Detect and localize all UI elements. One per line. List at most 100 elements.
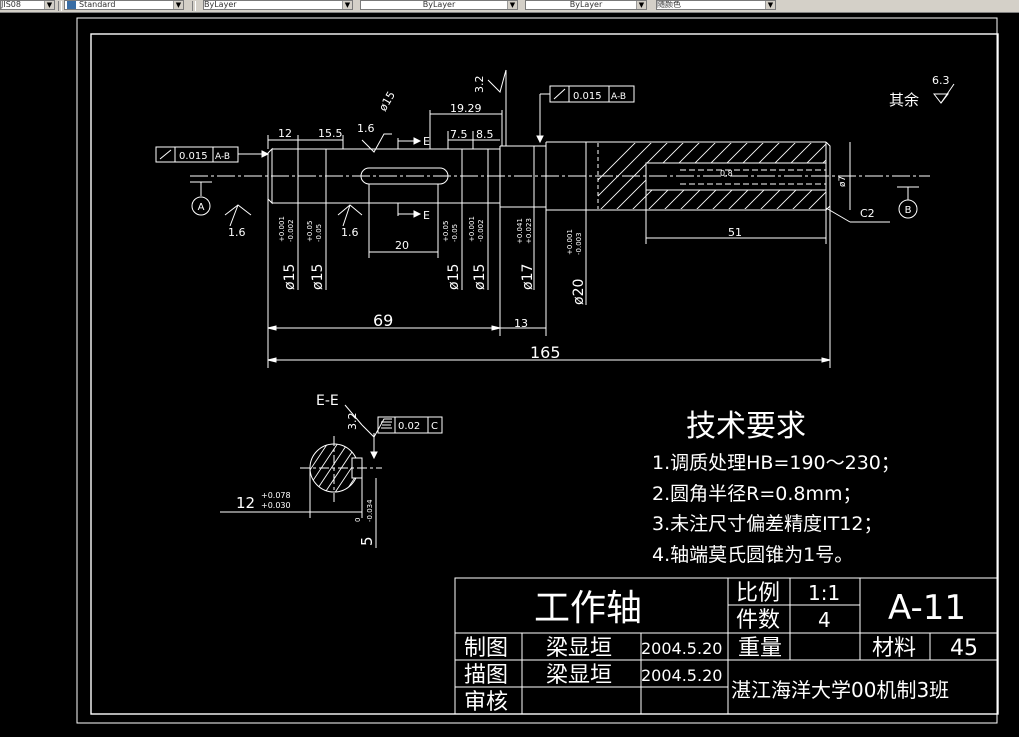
dim-13: 13: [514, 317, 528, 330]
plot-style-combo[interactable]: 随颜色 ▼: [656, 0, 776, 10]
tol-c-up: +0.05: [442, 221, 450, 242]
lineweight-combo[interactable]: ByLayer ▼: [525, 0, 647, 10]
tol-b-up: +0.05: [306, 221, 314, 242]
traced-name: 梁显垣: [546, 663, 612, 688]
dim-dia20: ø20: [571, 279, 587, 305]
key-width-up: +0.078: [261, 491, 291, 500]
roughness-label: 1.6: [341, 226, 359, 239]
section-mark-bottom: E: [423, 209, 430, 222]
weight-label: 重量: [738, 636, 782, 661]
roughness-symbols: 1.6 1.6 1.6 3.2 其余 6.3: [224, 69, 955, 239]
dim-style-icon: [67, 1, 76, 9]
key-depth-up: 0: [354, 518, 362, 522]
runout-tolerance-right: 0.015 A-B: [536, 85, 635, 144]
dim-dia17: ø17: [520, 264, 536, 290]
dim-7-5: 7.5: [450, 128, 468, 141]
chevron-down-icon[interactable]: ▼: [44, 1, 54, 9]
sheet-border: [76, 17, 998, 724]
dim-dia15-a: ø15: [282, 264, 298, 290]
technical-requirements: 技术要求 1.调质处理HB=190～230； 2.圆角半径R=0.8mm； 3.…: [652, 409, 900, 566]
part-name: 工作轴: [534, 588, 642, 629]
key-depth: 5: [358, 536, 376, 546]
dim-15-5: 15.5: [318, 127, 343, 140]
bottom-dimensions: 20 69 13 165 51 0.8 ø7 C2: [267, 142, 890, 368]
section-hatch: [310, 444, 358, 492]
tol-c-lo: -0.05: [451, 224, 459, 242]
tol-20-up: +0.001: [566, 229, 574, 255]
tol-d-lo: -0.002: [477, 219, 485, 242]
datum-a-label: A: [198, 202, 205, 213]
dim-51: 51: [728, 226, 742, 239]
tol-17-lo: +0.023: [525, 218, 533, 244]
material-value: 45: [950, 636, 978, 661]
toolbar-separator: [192, 1, 196, 11]
color-combo[interactable]: ByLayer ▼: [203, 0, 353, 10]
key-width-lo: +0.030: [261, 501, 291, 510]
toolbar-separator: [58, 1, 62, 11]
sym-tolerance-value: 0.02: [398, 421, 420, 432]
roughness-label: 1.6: [357, 122, 375, 135]
dim-style-value: Standard: [79, 0, 116, 9]
tol-a-up: +0.001: [278, 216, 286, 242]
drawn-name: 梁显垣: [546, 636, 612, 661]
tol-17-up: +0.041: [516, 218, 524, 244]
datum-b-label: B: [905, 205, 912, 216]
chevron-down-icon[interactable]: ▼: [342, 1, 352, 9]
school-name: 湛江海洋大学00机制3班: [731, 678, 949, 702]
dim-20: 20: [395, 239, 409, 252]
dim-165: 165: [530, 343, 561, 362]
tol-d-up: +0.001: [468, 216, 476, 242]
dim-69: 69: [373, 311, 393, 330]
runout-value-left: 0.015: [179, 151, 208, 162]
section-view-ee: E-E 3.2 0.02 C 12 +0.078: [220, 393, 443, 548]
chevron-down-icon[interactable]: ▼: [765, 1, 775, 9]
drawn-date: 2004.5.20: [641, 639, 722, 658]
text-style-combo[interactable]: JIS08 ▼: [0, 0, 55, 10]
color-value: ByLayer: [204, 0, 237, 9]
roughness-label: 3.2: [473, 76, 486, 94]
key-width: 12: [236, 494, 255, 512]
material-label: 材料: [872, 636, 916, 661]
text-style-value: JIS08: [1, 0, 21, 9]
title-block: 工作轴 比例 1:1 件数 4 A-11 重量 材料 45 制图 梁显垣 200…: [454, 577, 999, 715]
dim-8-5: 8.5: [476, 128, 494, 141]
dim-dia15-b: ø15: [310, 264, 326, 290]
runout-datum-right: A-B: [611, 92, 626, 102]
runout-datum-left: A-B: [215, 152, 230, 162]
diameter-dimensions: ø15 +0.001 -0.002 ø15 +0.05 -0.05 ø15 +0…: [278, 142, 587, 305]
rest-roughness-label: 其余: [889, 91, 919, 109]
linetype-value: ByLayer: [422, 0, 456, 9]
scale-value: 1:1: [808, 581, 840, 605]
section-title: E-E: [316, 393, 339, 409]
runout-value-right: 0.015: [573, 91, 602, 102]
dim-style-combo[interactable]: Standard ▼: [64, 0, 184, 10]
drawing-number: A-11: [888, 588, 966, 628]
section-mark-top: E: [423, 135, 430, 148]
rest-roughness-value: 6.3: [932, 74, 950, 87]
roughness-label: 1.6: [228, 226, 246, 239]
dim-dia15-c: ø15: [446, 264, 462, 290]
chamfer-c2: C2: [860, 207, 875, 220]
tech-item-1: 1.调质处理HB=190～230；: [652, 452, 900, 474]
plot-style-value: 随颜色: [657, 0, 681, 9]
linetype-combo[interactable]: ByLayer ▼: [360, 0, 518, 10]
drawing-canvas[interactable]: A B 0.015 A-B 0.015 A-B 1.6 1.6: [0, 13, 1019, 737]
dim-dia15-top: ø15: [376, 89, 398, 113]
sym-tolerance-datum: C: [431, 421, 438, 432]
tech-item-2: 2.圆角半径R=0.8mm；: [652, 483, 861, 505]
review-label: 审核: [464, 690, 508, 715]
chevron-down-icon[interactable]: ▼: [173, 1, 183, 9]
tech-title: 技术要求: [686, 409, 806, 444]
lineweight-value: ByLayer: [569, 0, 603, 9]
tech-item-4: 4.轴端莫氏圆锥为1号。: [652, 544, 853, 566]
dim-19-29: 19.29: [450, 102, 482, 115]
tol-a-lo: -0.002: [287, 219, 295, 242]
tol-20-lo: -0.003: [575, 232, 583, 255]
key-depth-lo: -0.034: [366, 499, 374, 522]
chevron-down-icon[interactable]: ▼: [636, 1, 646, 9]
dim-dia7: ø7: [838, 176, 848, 187]
tol-b-lo: -0.05: [315, 224, 323, 242]
tech-item-3: 3.未注尺寸偏差精度IT12；: [652, 513, 883, 535]
chevron-down-icon[interactable]: ▼: [507, 1, 517, 9]
count-label: 件数: [736, 608, 780, 633]
